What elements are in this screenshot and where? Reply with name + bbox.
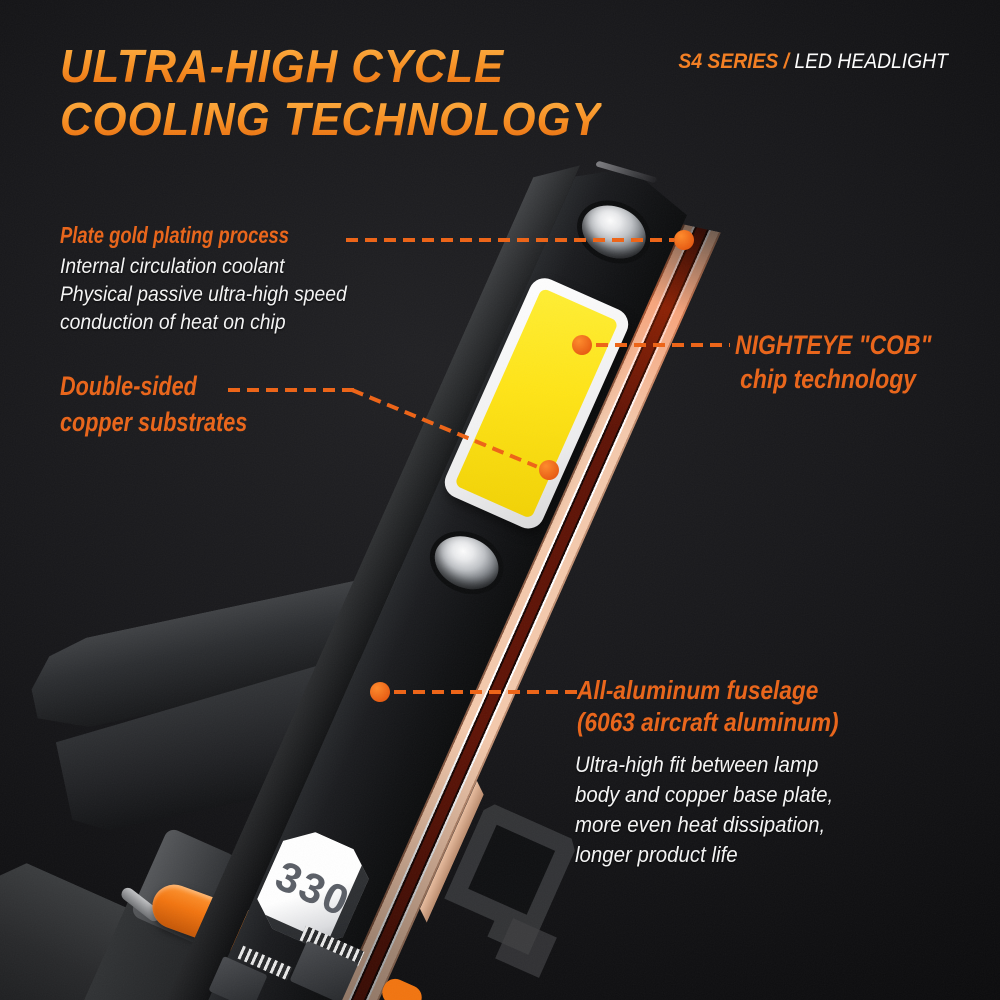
- leader-line-double-sided: [228, 388, 354, 392]
- page-title: ULTRA-HIGH CYCLE COOLING TECHNOLOGY: [60, 40, 630, 146]
- series-name: S4 SERIES /: [678, 50, 790, 73]
- title-line-1: ULTRA-HIGH CYCLE: [60, 40, 602, 93]
- series-badge: S4 SERIES / LED HEADLIGHT: [678, 50, 948, 74]
- product-type-label: LED HEADLIGHT: [794, 50, 948, 73]
- leader-dot-plate-gold: [674, 230, 694, 250]
- callout-double-sided-heading: Double-sided copper substrates: [60, 371, 248, 437]
- callout-fuselage-heading: All-aluminum fuselage (6063 aircraft alu…: [577, 675, 839, 737]
- callout-plate-gold-body: Internal circulation coolant Physical pa…: [60, 255, 347, 334]
- leader-dot-double-sided: [539, 460, 559, 480]
- leader-line-cob: [596, 343, 730, 347]
- connector-hole: [468, 825, 555, 915]
- leader-dot-cob: [572, 335, 592, 355]
- leader-line-plate-gold: [346, 238, 674, 242]
- inductor-label: 330: [268, 851, 358, 926]
- callout-cob-heading: NIGHTEYE "COB" chip technology: [735, 330, 932, 394]
- leader-dot-fuselage: [370, 682, 390, 702]
- title-line-2: COOLING TECHNOLOGY: [60, 93, 602, 145]
- leader-line-fuselage: [394, 690, 578, 694]
- callout-plate-gold-heading: Plate gold plating process: [60, 222, 290, 248]
- callout-fuselage-body: Ultra-high fit between lamp body and cop…: [575, 752, 834, 867]
